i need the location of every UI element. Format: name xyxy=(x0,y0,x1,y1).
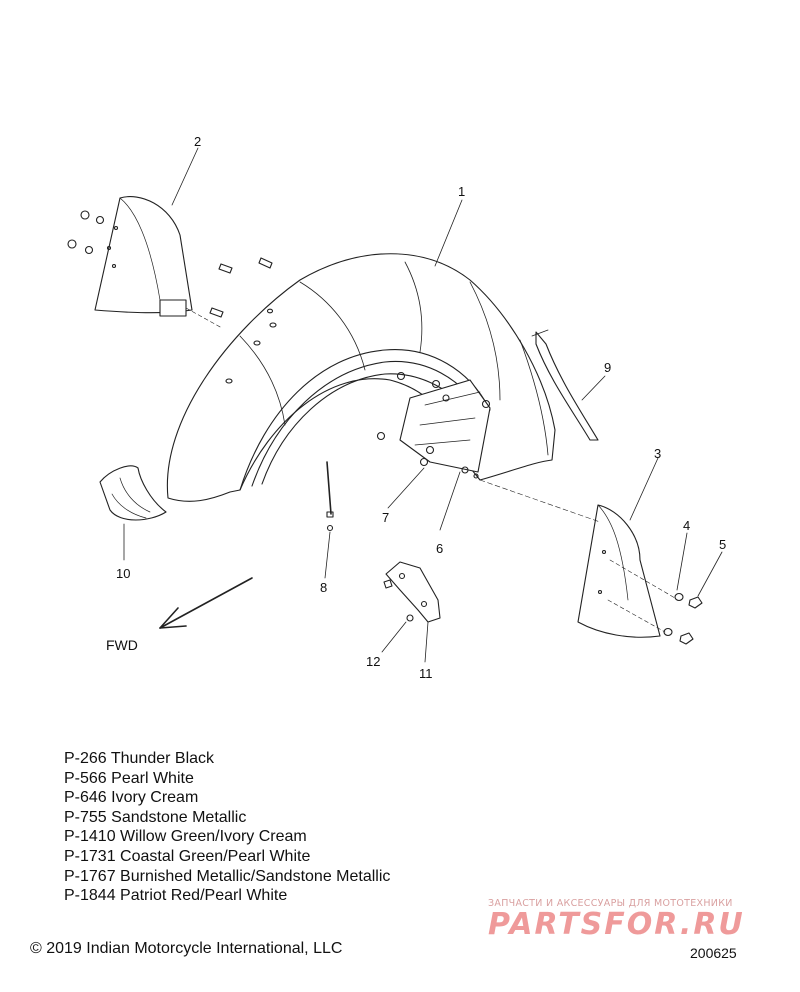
document-number: 200625 xyxy=(690,945,737,961)
callout-9: 9 xyxy=(604,360,611,375)
forward-arrow-icon xyxy=(159,577,253,629)
paint-code-item: P-755 Sandstone Metallic xyxy=(64,808,247,826)
paint-code-item: P-1410 Willow Green/Ivory Cream xyxy=(64,828,307,846)
watermark: ЗАПЧАСТИ И АКСЕССУАРЫ ДЛЯ МОТОТЕХНИКИ PA… xyxy=(488,898,788,942)
paint-code-item: P-1731 Coastal Green/Pearl White xyxy=(64,847,311,865)
exploded-parts-diagram: 1 2 3 4 5 6 7 8 9 10 11 12 FWD xyxy=(67,134,726,681)
callout-11: 11 xyxy=(419,666,433,681)
callout-3: 3 xyxy=(654,446,661,461)
side-cover-part-3 xyxy=(577,504,661,638)
paint-code-list: P-266 Thunder Black P-566 Pearl White P-… xyxy=(64,749,390,906)
strip-part-9 xyxy=(531,329,599,441)
callout-5: 5 xyxy=(719,537,726,552)
rod-part-8 xyxy=(326,461,334,532)
rear-fender-part-1 xyxy=(166,253,556,502)
callout-4: 4 xyxy=(683,518,690,533)
paint-code-item: P-646 Ivory Cream xyxy=(64,789,199,807)
side-cover-part-2 xyxy=(67,196,273,318)
copyright-notice: © 2019 Indian Motorcycle International, … xyxy=(30,940,343,957)
callout-8: 8 xyxy=(320,580,327,595)
callout-6: 6 xyxy=(436,541,443,556)
bracket-part-11 xyxy=(383,561,441,623)
nut-part-5 xyxy=(679,596,703,645)
callout-10: 10 xyxy=(116,566,130,581)
callout-2: 2 xyxy=(194,134,201,149)
lamp-part-10 xyxy=(99,465,167,521)
watermark-logo: PARTSFOR.RU xyxy=(488,907,745,942)
paint-code-item: P-1767 Burnished Metallic/Sandstone Meta… xyxy=(64,867,391,885)
paint-code-item: P-566 Pearl White xyxy=(64,769,194,787)
screw-part-12 xyxy=(406,614,414,622)
callout-12: 12 xyxy=(366,654,380,669)
fwd-label: FWD xyxy=(106,637,138,653)
washer-part-4 xyxy=(663,592,684,637)
callout-7: 7 xyxy=(382,510,389,525)
watermark-tagline: ЗАПЧАСТИ И АКСЕССУАРЫ ДЛЯ МОТОТЕХНИКИ xyxy=(488,898,733,909)
paint-code-item: P-1844 Patriot Red/Pearl White xyxy=(64,887,288,905)
callout-1: 1 xyxy=(458,184,465,199)
paint-code-item: P-266 Thunder Black xyxy=(64,750,215,767)
